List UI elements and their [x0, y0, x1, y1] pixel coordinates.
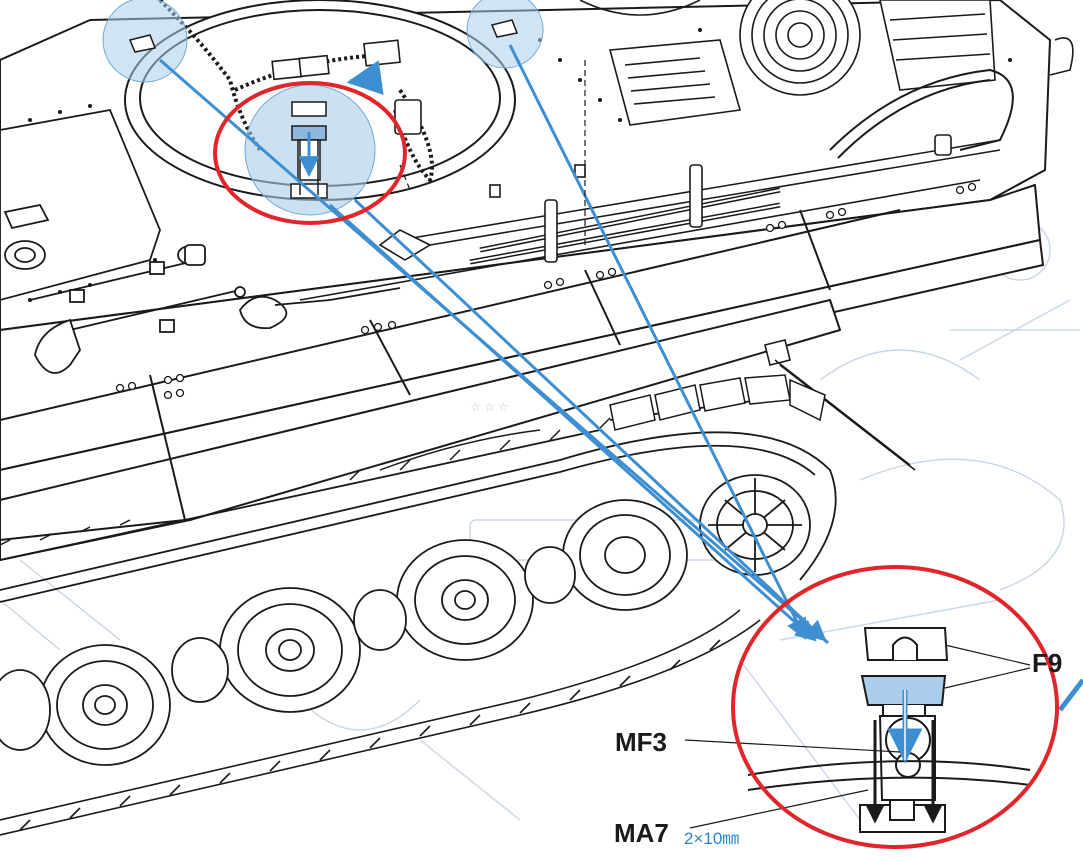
- drive-sprocket: [699, 474, 811, 576]
- engine-deck-grilles: [579, 0, 1074, 126]
- engine-hatch-plate: [0, 108, 203, 301]
- screw-size-label: 2×10㎜: [684, 829, 740, 848]
- side-tools: [29, 244, 401, 374]
- label-leaders: [684, 644, 1031, 829]
- connectors: [271, 39, 422, 135]
- screw-mf3-label: MF3: [615, 727, 667, 757]
- callout-detail: [747, 627, 1031, 833]
- insert-arrow-icon: [346, 60, 384, 95]
- screw-arrows: [866, 720, 942, 824]
- rivets: [115, 182, 977, 400]
- part-f9-label: F9: [1032, 648, 1063, 678]
- callout-leaders: [159, 44, 1083, 712]
- highlight-circles: [213, 81, 1059, 849]
- road-wheels: [0, 499, 688, 766]
- track-lower-run: [0, 609, 761, 836]
- track-links: [0, 374, 826, 546]
- side-bracket: [764, 339, 916, 471]
- faded-text: ☆ ☆ ☆: [470, 400, 509, 414]
- screw-ma7-label: MA7: [614, 818, 669, 848]
